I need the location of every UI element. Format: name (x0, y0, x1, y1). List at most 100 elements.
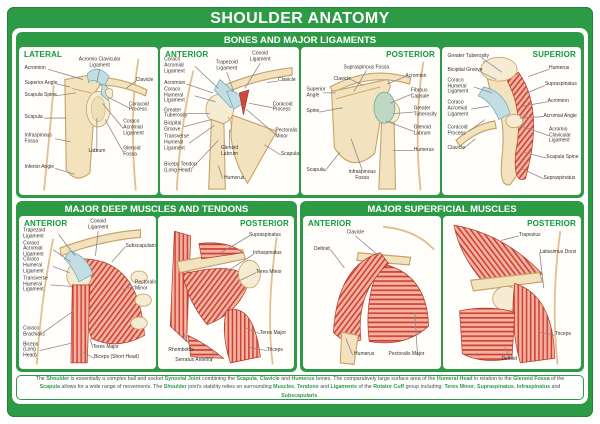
anatomy-label: Inferior Angle (24, 164, 55, 171)
anatomy-label: Glenoid Labrum (413, 124, 431, 137)
anatomy-label: Acromial Angle (543, 112, 577, 119)
leader-line (184, 120, 212, 127)
leader-line (44, 311, 74, 332)
leader-line (501, 236, 519, 241)
footer-text-segment: is essentially a complex ball and socket (69, 376, 165, 383)
anatomy-label: Bicipital Groove (447, 66, 483, 73)
leader-line (53, 266, 69, 272)
footer-box: The Shoulder is essentially a complex ba… (16, 375, 584, 400)
leader-line (227, 72, 234, 91)
panel-title-superficial-anterior: ANTERIOR (308, 219, 352, 228)
anatomy-label: Clavicle (447, 145, 466, 152)
anatomy-label: Transverse Humeral Ligament (164, 133, 189, 152)
anatomy-label: Triceps (266, 346, 283, 353)
footer-text-segment: and (318, 384, 331, 391)
leader-line (386, 121, 414, 131)
leader-line (463, 139, 476, 149)
footer-term: Synovial Joint (164, 376, 201, 383)
anatomy-label: Triceps (554, 331, 571, 338)
panel-title-anterior: ANTERIOR (165, 50, 209, 59)
section-deep-muscles: MAJOR DEEP MUSCLES AND TENDONS ANTERIOR (16, 201, 297, 372)
leader-line (474, 87, 492, 93)
leader-line (249, 103, 273, 107)
leader-line (123, 286, 135, 289)
footer-term: Subscapularis (281, 392, 318, 399)
panel-title-lateral: LATERAL (24, 50, 63, 59)
anatomy-label: Scapula (24, 114, 43, 121)
footer-text-segment: , (256, 376, 260, 383)
leader-lines (442, 47, 581, 195)
anatomy-label: Coraco Acromial Ligament (447, 99, 469, 118)
leader-line (523, 152, 547, 158)
anatomy-label: Subscapularis (125, 242, 156, 249)
leader-line (195, 96, 216, 102)
anatomy-label: Infraspinous Fossa (348, 168, 376, 181)
anatomy-label: Acromion (405, 72, 427, 79)
section-deep-header: MAJOR DEEP MUSCLES AND TENDONS (64, 204, 249, 215)
panel-deep-posterior: POSTERIOR Supraspinatu (157, 216, 295, 369)
anatomy-label: Biceps (Long Head) (23, 341, 39, 359)
illustration-deep-muscles-anterior (35, 229, 152, 365)
leader-line (102, 103, 123, 128)
anatomy-label: Greater Tuberosity (164, 106, 188, 119)
leader-line (478, 71, 496, 80)
illustration-deep-muscles-posterior (169, 230, 278, 365)
anatomy-label: Biceps (Short Head) (94, 354, 140, 361)
poster-frame: SHOULDER ANATOMY BONES AND MAJOR LIGAMEN… (7, 7, 593, 417)
anatomy-label: Pectoralis Major (388, 351, 425, 358)
anatomy-label: Pectoralis Minor (275, 127, 298, 140)
anatomy-label: Supraspinatus (544, 81, 577, 88)
footer-text-segment: in relation to the (472, 376, 514, 383)
footer-term: Humerus (291, 376, 315, 383)
anatomy-label: Supraspinatus (248, 232, 281, 238)
leader-line (55, 139, 70, 142)
footer-term: Humeral Head (436, 376, 473, 383)
leader-line (355, 236, 378, 256)
anatomy-label: Greater Tuberosity (447, 53, 489, 60)
anatomy-label: Conoid Ligament (249, 50, 271, 63)
leader-line (505, 348, 509, 357)
leader-line (57, 84, 71, 87)
leader-lines (158, 216, 295, 369)
leader-line (97, 69, 100, 82)
anatomy-label: Labrum (88, 148, 106, 155)
anatomy-label: Conoid Ligament (87, 218, 109, 231)
leader-line (264, 145, 281, 155)
leader-lines (160, 47, 299, 195)
anatomy-label: Infraspinatus (253, 250, 282, 257)
leader-line (319, 108, 343, 112)
footer-term: Clavicle (259, 376, 280, 383)
anatomy-label: Coraco Acromial Ligament (23, 240, 44, 258)
anatomy-label: Glenoid Labrum (220, 145, 239, 157)
leader-line (540, 332, 555, 335)
anatomy-label: Acromio Clavicular Ligament (78, 56, 121, 69)
anatomy-label: Pectoralis Minor (135, 279, 156, 292)
leader-line (387, 77, 405, 84)
leader-line (351, 139, 362, 170)
footer-term: Shoulder (163, 384, 187, 391)
illustration-superficial-muscles-anterior (333, 225, 435, 366)
footer-term: Rotator Cuff (373, 384, 405, 391)
section-bones-header: BONES AND MAJOR LIGAMENTS (223, 35, 377, 46)
leader-line (95, 231, 98, 255)
anatomy-label: Trapezoid Ligament (215, 59, 238, 72)
leader-line (520, 125, 549, 135)
anatomy-label: Rhomboids (168, 346, 194, 353)
leader-line (112, 247, 126, 262)
leader-line (108, 97, 129, 107)
anatomy-label: Coraco Humeral Ligament (164, 86, 185, 104)
footer-text-segment: of the (357, 384, 374, 391)
anatomy-label: Coraco Brachialis (23, 325, 45, 338)
anatomy-label: Biceps Tendon (Long Head) (164, 161, 197, 174)
footer-term: Muscles (273, 384, 295, 391)
footer-text-segment: . (317, 392, 319, 399)
leader-line (331, 250, 345, 268)
poster-content: BONES AND MAJOR LIGAMENTS LATERAL (12, 28, 588, 404)
anatomy-label: Coracoid Process (128, 100, 149, 113)
anatomy-label: Humerus (549, 65, 570, 72)
leader-line (50, 285, 70, 287)
footer-text-segment: , (294, 384, 298, 391)
footer-term: Tendons (297, 384, 319, 391)
